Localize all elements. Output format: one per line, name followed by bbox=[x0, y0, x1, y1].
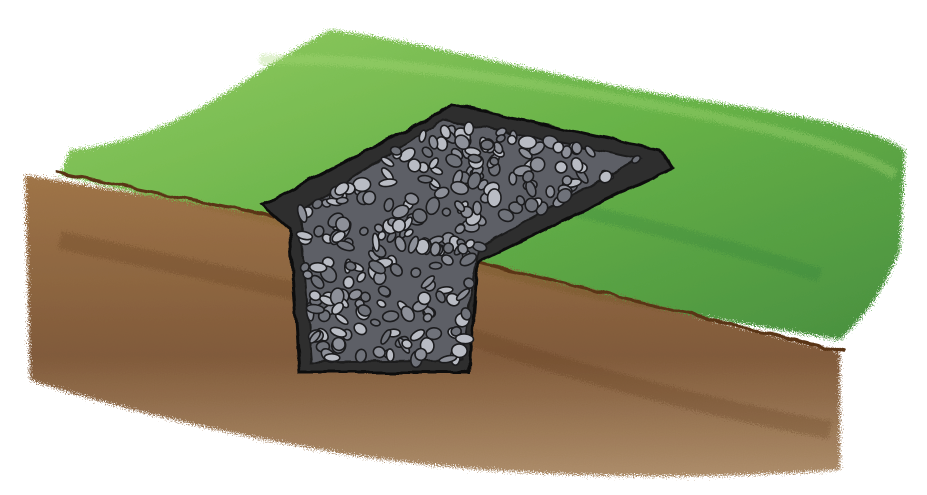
gravel-stone bbox=[426, 327, 442, 340]
gravel-stone bbox=[418, 175, 433, 183]
gravel-stone bbox=[519, 136, 537, 149]
gravel-stone bbox=[353, 177, 371, 191]
gravel-stone bbox=[429, 262, 441, 269]
gravel-stone bbox=[443, 242, 454, 253]
gravel-stone bbox=[552, 141, 564, 153]
gravel-stone bbox=[487, 189, 501, 207]
gravel-stone bbox=[481, 140, 493, 150]
gravel-stone bbox=[507, 135, 517, 145]
gravel-stone bbox=[546, 186, 555, 198]
gravel-stone bbox=[455, 333, 473, 344]
gravel-stone bbox=[309, 262, 326, 273]
gravel-stone bbox=[386, 349, 394, 362]
gravel-stone bbox=[324, 354, 340, 362]
gravel-stone bbox=[336, 197, 348, 204]
gravel-stone bbox=[442, 208, 451, 217]
gravel-stone bbox=[473, 201, 482, 214]
gravel-stone bbox=[464, 122, 474, 135]
